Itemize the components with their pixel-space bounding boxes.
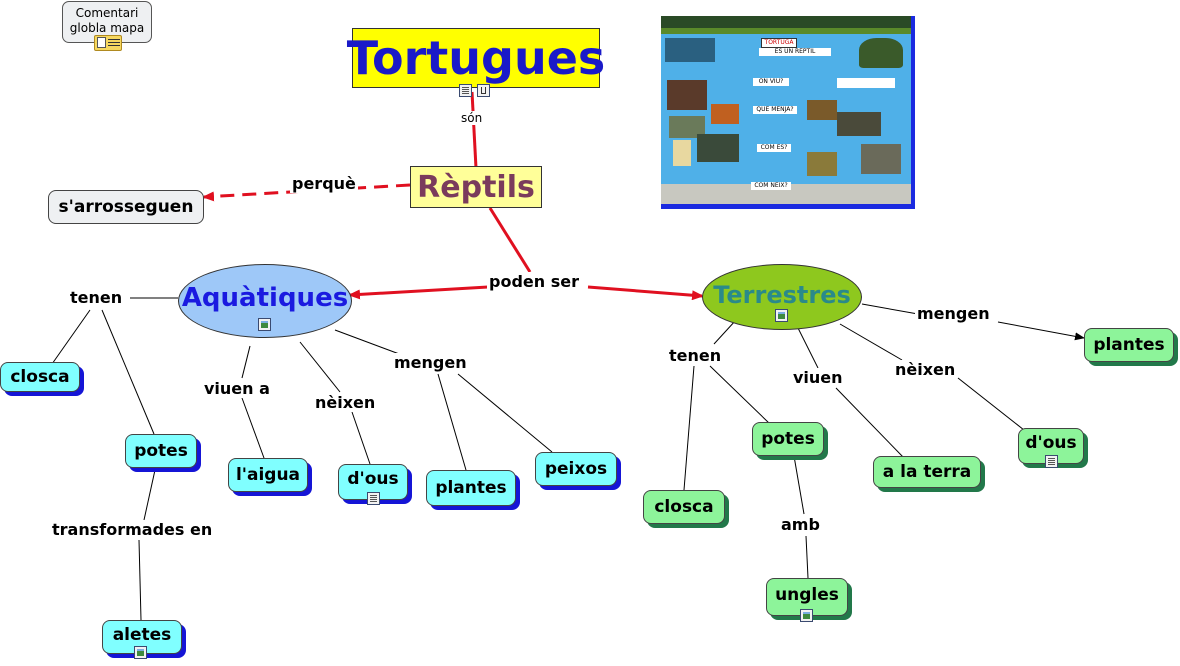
reptils-node[interactable]: Rèptils bbox=[410, 166, 542, 208]
link-label-son: són bbox=[459, 111, 485, 125]
aquatiques-text: Aquàtiques bbox=[181, 283, 349, 313]
link-amb-ungles bbox=[805, 535, 809, 579]
aigua-text: l'aigua bbox=[235, 465, 301, 485]
link-potes-transf bbox=[143, 469, 156, 521]
title-node[interactable]: Tortugues bbox=[347, 28, 605, 88]
comment-text: Comentari globla mapa bbox=[69, 6, 145, 35]
terrestres-text: Terrestres bbox=[713, 281, 851, 309]
link-label-mengen-aq: mengen bbox=[392, 353, 469, 372]
image-icon[interactable] bbox=[258, 318, 271, 331]
image-icon[interactable] bbox=[775, 309, 788, 322]
poster-photo: TORTUGA ÉS UN REPTIL ON VIU? QUÈ MENJA? … bbox=[661, 16, 915, 209]
peixos-node[interactable]: peixos bbox=[535, 452, 617, 486]
dous-te-text: d'ous bbox=[1025, 433, 1077, 453]
link-tenen-closca-t bbox=[683, 365, 695, 491]
link-label-viuen-aq: viuen a bbox=[202, 379, 272, 398]
link-te-mengen bbox=[861, 303, 919, 315]
arrosseguen-node[interactable]: s'arrosseguen bbox=[48, 190, 204, 224]
plantes-te-node[interactable]: plantes bbox=[1084, 328, 1174, 362]
link-label-tenen-aq: tenen bbox=[68, 288, 125, 307]
link-tenen-closca bbox=[51, 309, 91, 365]
link-label-poden-ser: poden ser bbox=[487, 272, 581, 291]
image-icon[interactable] bbox=[134, 646, 147, 659]
poster-sign-reptil: ÉS UN REPTIL bbox=[774, 48, 816, 55]
link-aq-viuen bbox=[241, 345, 251, 379]
link-label-perque: perquè bbox=[290, 174, 358, 193]
link-tenen-potes bbox=[101, 309, 155, 435]
concept-map-icon[interactable] bbox=[477, 84, 490, 97]
link-te-viuen bbox=[797, 327, 819, 369]
poster-photo-inner: TORTUGA ÉS UN REPTIL ON VIU? QUÈ MENJA? … bbox=[661, 16, 911, 204]
potes-te-text: potes bbox=[761, 429, 815, 449]
link-transf-aletes bbox=[138, 539, 142, 621]
plantes-aq-node[interactable]: plantes bbox=[426, 470, 516, 506]
ungles-text: ungles bbox=[775, 585, 839, 605]
poster-sign-que-menja: QUÈ MENJA? bbox=[756, 106, 794, 113]
peixos-text: peixos bbox=[544, 459, 608, 479]
link-label-neixen-te: nèixen bbox=[893, 360, 958, 379]
closca-te-node[interactable]: closca bbox=[643, 490, 725, 524]
link-podenser-aquatiques bbox=[348, 285, 489, 300]
link-tortugues-reptils bbox=[470, 91, 478, 169]
link-te-neixen bbox=[839, 323, 903, 361]
aigua-node[interactable]: l'aigua bbox=[228, 458, 308, 492]
link-mengen-peixos bbox=[457, 373, 553, 453]
link-neixen-dous-t bbox=[957, 377, 1025, 431]
terrestres-node[interactable]: Terrestres bbox=[702, 264, 862, 330]
link-tenen-potes-t bbox=[709, 365, 771, 425]
potes-te-node[interactable]: potes bbox=[752, 422, 824, 456]
title-text: Tortugues bbox=[346, 31, 606, 85]
link-aq-mengen bbox=[334, 329, 403, 356]
document-icon[interactable] bbox=[459, 84, 472, 97]
reptils-text: Rèptils bbox=[417, 169, 535, 205]
aletes-text: aletes bbox=[112, 625, 172, 645]
closca-te-text: closca bbox=[654, 497, 714, 517]
arrosseguen-text: s'arrosseguen bbox=[58, 197, 194, 217]
link-viuen-aigua bbox=[241, 397, 265, 459]
link-mengen-plantes-t bbox=[997, 321, 1085, 341]
link-label-neixen-aq: nèixen bbox=[313, 393, 378, 412]
terra-text: a la terra bbox=[882, 462, 972, 482]
link-viuen-terra bbox=[835, 387, 905, 459]
link-label-transformades: transformades en bbox=[50, 520, 215, 539]
closca-aq-text: closca bbox=[10, 367, 70, 387]
link-neixen-dous bbox=[351, 411, 371, 465]
link-aq-neixen bbox=[299, 341, 341, 393]
potes-aq-text: potes bbox=[134, 441, 188, 461]
closca-aq-node[interactable]: closca bbox=[0, 362, 80, 392]
poster-sign-com-neix: COM NEIX? bbox=[754, 182, 788, 189]
poster-sign-com-es: COM ÉS? bbox=[760, 144, 788, 151]
note-icon[interactable] bbox=[94, 35, 122, 51]
document-icon[interactable] bbox=[367, 492, 380, 505]
poster-sign-title: TORTUGA bbox=[764, 39, 794, 46]
link-label-amb: amb bbox=[779, 515, 822, 534]
link-reptils-arrosseguen bbox=[202, 183, 411, 202]
plantes-aq-text: plantes bbox=[435, 478, 507, 498]
poster-sign-on-viu: ON VIU? bbox=[758, 78, 784, 85]
document-icon[interactable] bbox=[1045, 455, 1058, 468]
link-label-mengen-te: mengen bbox=[915, 304, 992, 323]
terra-node[interactable]: a la terra bbox=[873, 456, 981, 488]
plantes-te-text: plantes bbox=[1093, 335, 1165, 355]
potes-aq-node[interactable]: potes bbox=[125, 434, 197, 468]
link-label-viuen-te: viuen bbox=[791, 368, 845, 387]
image-icon[interactable] bbox=[800, 609, 813, 622]
link-te-tenen bbox=[713, 319, 737, 345]
link-label-tenen-te: tenen bbox=[667, 346, 724, 365]
link-reptils-podenser bbox=[488, 207, 532, 273]
dous-aq-text: d'ous bbox=[347, 469, 399, 489]
link-potes-amb bbox=[793, 455, 805, 515]
link-mengen-plantes bbox=[437, 373, 467, 471]
link-podenser-terrestres bbox=[587, 285, 704, 301]
